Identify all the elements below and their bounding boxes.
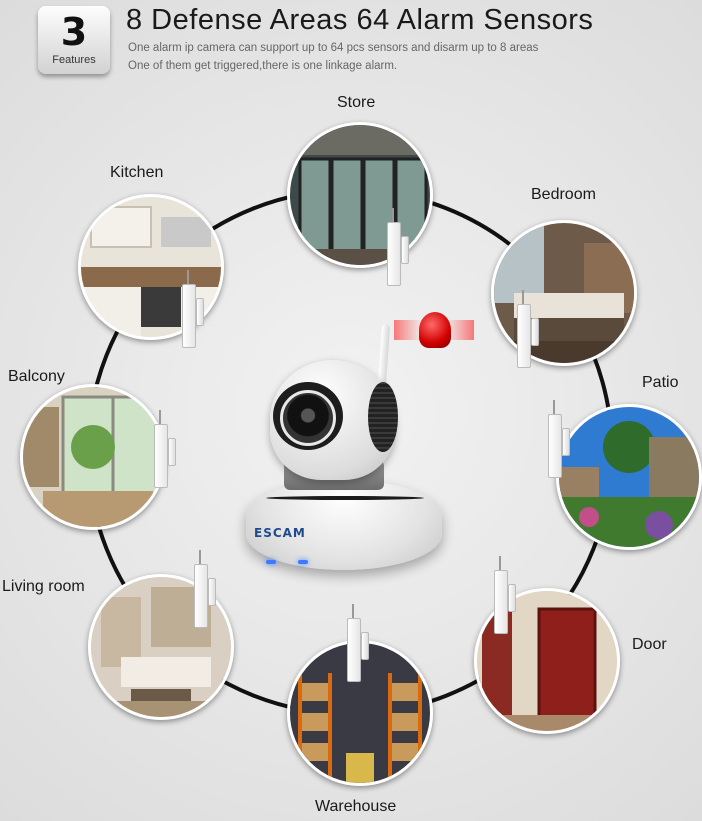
door-sensor-icon <box>387 208 409 286</box>
siren-icon <box>419 312 451 348</box>
area-label-balcony: Balcony <box>8 368 65 385</box>
camera-lens-icon <box>280 390 336 446</box>
features-badge: 3 Features <box>38 6 110 74</box>
area-label-warehouse: Warehouse <box>315 798 397 815</box>
status-led-icon <box>298 560 308 564</box>
page-title: 8 Defense Areas 64 Alarm Sensors <box>126 4 594 36</box>
door-sensor-icon <box>494 556 516 634</box>
bedroom-photo <box>491 220 637 366</box>
status-led-icon <box>266 560 276 564</box>
area-label-living-room: Living room <box>2 578 85 595</box>
alarm-siren <box>394 310 474 354</box>
area-label-patio: Patio <box>642 374 679 391</box>
storefront-photo <box>287 122 433 268</box>
door-sensor-icon <box>548 400 570 478</box>
door-sensor-icon <box>517 290 539 368</box>
area-label-store: Store <box>337 94 376 111</box>
ip-camera: ESCAM <box>240 320 450 580</box>
header: 3 Features 8 Defense Areas 64 Alarm Sens… <box>0 0 702 90</box>
badge-number: 3 <box>60 10 88 54</box>
area-label-bedroom: Bedroom <box>531 186 596 203</box>
subtitle-line-1: One alarm ip camera can support up to 64… <box>128 42 539 54</box>
camera-base <box>246 480 442 570</box>
area-label-kitchen: Kitchen <box>110 164 164 181</box>
balcony-photo <box>20 384 166 530</box>
area-label-door: Door <box>632 636 667 653</box>
door-sensor-icon <box>347 604 369 682</box>
door-sensor-icon <box>154 410 176 488</box>
camera-brand: ESCAM <box>254 526 306 540</box>
patio-photo <box>556 404 702 550</box>
door-sensor-icon <box>182 270 204 348</box>
subtitle-line-2: One of them get triggered,there is one l… <box>128 60 398 72</box>
camera-speaker-icon <box>368 382 398 452</box>
door-sensor-icon <box>194 550 216 628</box>
badge-label: Features <box>52 54 96 66</box>
